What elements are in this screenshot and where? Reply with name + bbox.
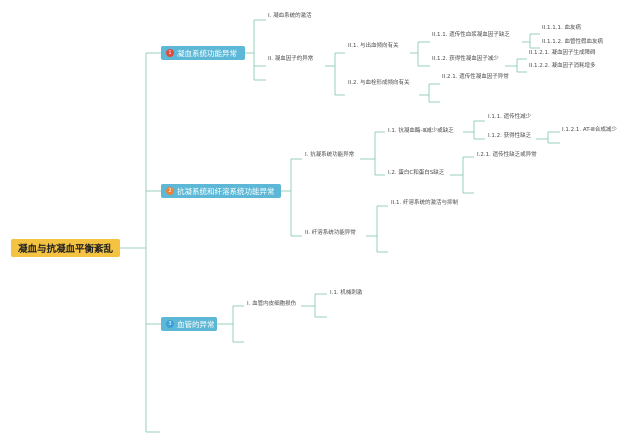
node-hereditary-deficiency-or-abnormal[interactable]: I.2.1. 遗传性缺乏或异常	[477, 152, 537, 158]
node-fibrinolysis-dysfunction[interactable]: II. 纤溶系统功能异常	[305, 230, 356, 236]
branch-coagulation-system[interactable]: 1 凝血系统功能异常	[161, 46, 245, 60]
priority-3-badge-icon: 3	[166, 320, 174, 328]
priority-1-badge-icon: 1	[166, 49, 174, 57]
node-coagulation-factor-abnormal[interactable]: II. 凝血因子的异常	[268, 56, 314, 62]
branch-anticoagulation-fibrinolysis[interactable]: 2 抗凝系统和纤溶系统功能异常	[161, 184, 281, 198]
node-anticoagulation-dysfunction[interactable]: I. 抗凝系统功能异常	[305, 152, 355, 158]
node-factor-synthesis-disorder[interactable]: II.1.2.1. 凝血因子生成障碍	[529, 50, 596, 56]
node-antithrombin-deficiency[interactable]: I.1. 抗凝血酶-Ⅲ减少或缺乏	[388, 128, 454, 134]
node-acquired-factor-decrease[interactable]: II.1.2. 获得性凝血因子减少	[432, 56, 499, 62]
node-hereditary-factor-abnormal[interactable]: II.2.1. 遗传性凝血因子异常	[442, 74, 509, 80]
node-bleeding-tendency[interactable]: II.1. 与出血倾向有关	[348, 43, 399, 49]
node-hereditary-factor-deficiency[interactable]: II.1.1. 遗传性血浆凝血因子缺乏	[432, 32, 510, 38]
node-coagulation-activation[interactable]: I. 凝血系统的激活	[268, 13, 312, 19]
branch-label: 抗凝系统和纤溶系统功能异常	[177, 186, 275, 196]
node-fibrinolysis-activation-inhibition[interactable]: II.1. 纤溶系统的激活与抑制	[391, 200, 458, 206]
branch-label: 血管的异常	[177, 319, 215, 329]
node-hereditary-reduction[interactable]: I.1.1. 遗传性减少	[488, 114, 532, 120]
node-factor-consumption-increase[interactable]: II.1.2.2. 凝血因子消耗增多	[529, 63, 596, 69]
node-mechanical-stimulation[interactable]: I.1. 机械刺激	[330, 290, 363, 296]
node-protein-c-s-deficiency[interactable]: I.2. 蛋白C和蛋白S缺乏	[388, 170, 445, 176]
node-at3-synthesis-reduction[interactable]: I.1.2.1. AT-Ⅲ合成减少	[562, 127, 617, 133]
branch-vascular-abnormality[interactable]: 3 血管的异常	[161, 317, 217, 331]
node-endothelial-injury[interactable]: I. 血管内皮细胞损伤	[247, 301, 297, 307]
branch-label: 凝血系统功能异常	[177, 48, 237, 58]
node-acquired-deficiency[interactable]: I.1.2. 获得性缺乏	[488, 133, 532, 139]
root-topic[interactable]: 凝血与抗凝血平衡紊乱	[11, 239, 120, 257]
priority-2-badge-icon: 2	[166, 187, 174, 195]
node-von-willebrand[interactable]: II.1.1.2. 血管性假血友病	[542, 39, 603, 45]
node-thrombosis-tendency[interactable]: II.2. 与血栓形成倾向有关	[348, 80, 410, 86]
node-hemophilia[interactable]: II.1.1.1. 血友病	[542, 25, 581, 31]
